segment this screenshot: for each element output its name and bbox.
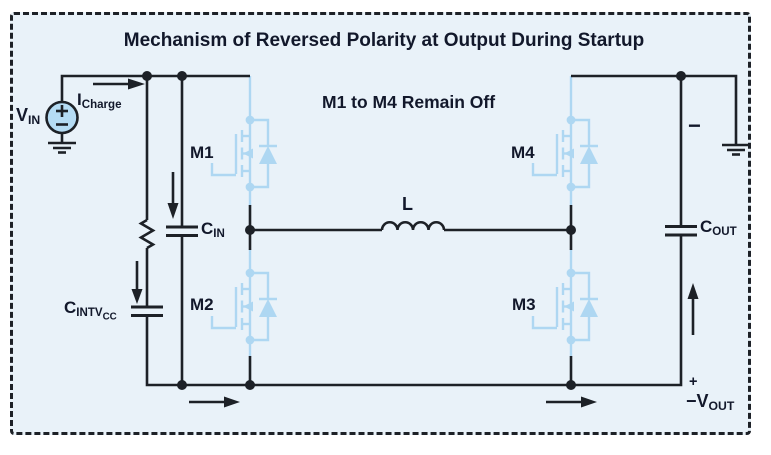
icharge-label: ICharge <box>77 90 122 111</box>
vin-label: VIN <box>16 105 41 127</box>
cintvcc-label: CINTVCC <box>64 298 117 323</box>
m3-label: M3 <box>512 295 536 314</box>
wires <box>60 74 738 387</box>
ground-icon <box>46 141 78 154</box>
inductor-label: L <box>402 194 413 214</box>
inductor-coil-icon <box>380 221 446 231</box>
mosfet-m1-icon <box>210 114 279 193</box>
capacitor-cout-icon <box>665 225 697 237</box>
mosfet-m4-icon <box>531 114 600 193</box>
m1-label: M1 <box>190 143 214 162</box>
capacitor-cintvcc-icon <box>131 305 163 317</box>
current-arrows <box>93 78 699 408</box>
m2-label: M2 <box>190 295 214 314</box>
ground-icon <box>720 143 752 156</box>
annotation-remain-off: M1 to M4 Remain Off <box>322 92 496 112</box>
mosfet-m2-icon <box>210 267 279 346</box>
cin-label: CIN <box>201 219 225 240</box>
mosfet-m3-icon <box>531 267 600 346</box>
capacitor-cin-icon <box>166 225 198 237</box>
junction-dots <box>142 71 686 390</box>
cout-label: COUT <box>700 217 737 238</box>
output-minus-sign: − <box>688 113 701 138</box>
diagram-title: Mechanism of Reversed Polarity at Output… <box>123 30 645 51</box>
vin-source-icon <box>45 100 79 142</box>
vout-label: −VOUT <box>686 391 735 413</box>
output-plus-sign: + <box>689 374 698 390</box>
m4-label: M4 <box>511 143 535 162</box>
mosfet-bus-lines <box>248 76 573 357</box>
